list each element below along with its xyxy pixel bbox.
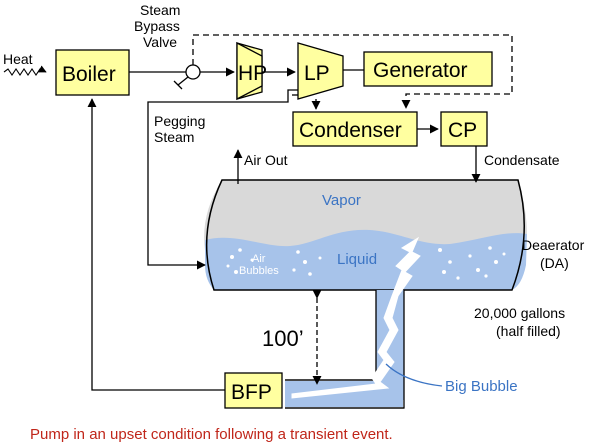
height-label: 100’	[262, 326, 304, 351]
generator: Generator	[363, 51, 493, 87]
boiler: Boiler	[55, 49, 130, 96]
pegging-label-1: Pegging	[154, 113, 205, 129]
steam-bypass-line	[192, 34, 513, 109]
pegging-label-2: Steam	[154, 129, 194, 145]
vapor-label: Vapor	[322, 192, 361, 209]
big-bubble-crack	[291, 236, 421, 399]
heat-arrow	[3, 65, 47, 76]
air-out-label: Air Out	[244, 152, 288, 168]
air-bubbles-label-1: Air	[252, 253, 266, 265]
liquid-label: Liquid	[337, 251, 377, 268]
feedwater-return-line	[87, 98, 225, 391]
condensate-label: Condensate	[484, 152, 560, 168]
heat-label: Heat	[3, 51, 33, 67]
generator-label: Generator	[373, 59, 468, 82]
steam-bypass-label-2: Bypass	[134, 18, 180, 34]
condenser: Condenser	[292, 111, 418, 147]
big-bubble-label: Big Bubble	[445, 378, 518, 395]
volume-label-2: (half filled)	[496, 323, 561, 339]
cp-label: CP	[448, 119, 477, 142]
hp-label: HP	[238, 62, 267, 85]
liquid-region	[205, 229, 527, 290]
lp-turbine: LP	[297, 42, 344, 100]
volume-label-1: 20,000 gallons	[474, 305, 565, 321]
deaerator-label-2: (DA)	[540, 255, 569, 271]
bfp-label: BFP	[231, 381, 272, 404]
steam-bypass-label-1: Steam	[140, 2, 180, 18]
deaerator-label-1: Deaerator	[522, 237, 585, 253]
deaerator-tank: Vapor Liquid Air Bubbles	[204, 179, 527, 409]
tank-outline	[205, 179, 525, 291]
lp-label: LP	[304, 62, 330, 85]
cp-pump: CP	[440, 111, 488, 147]
vapor-region	[204, 180, 527, 250]
pegging-steam-line	[147, 89, 298, 270]
steam-bypass-label-3: Valve	[143, 34, 177, 50]
air-bubbles	[226, 246, 506, 280]
boiler-label: Boiler	[62, 63, 116, 86]
steam-bypass-valve	[185, 64, 201, 80]
air-bubbles-label-2: Bubbles	[239, 265, 279, 277]
bfp-pump: BFP	[224, 372, 283, 409]
caption: Pump in an upset condition following a t…	[30, 426, 393, 443]
hp-turbine: HP	[236, 41, 267, 101]
condenser-label: Condenser	[299, 119, 402, 142]
